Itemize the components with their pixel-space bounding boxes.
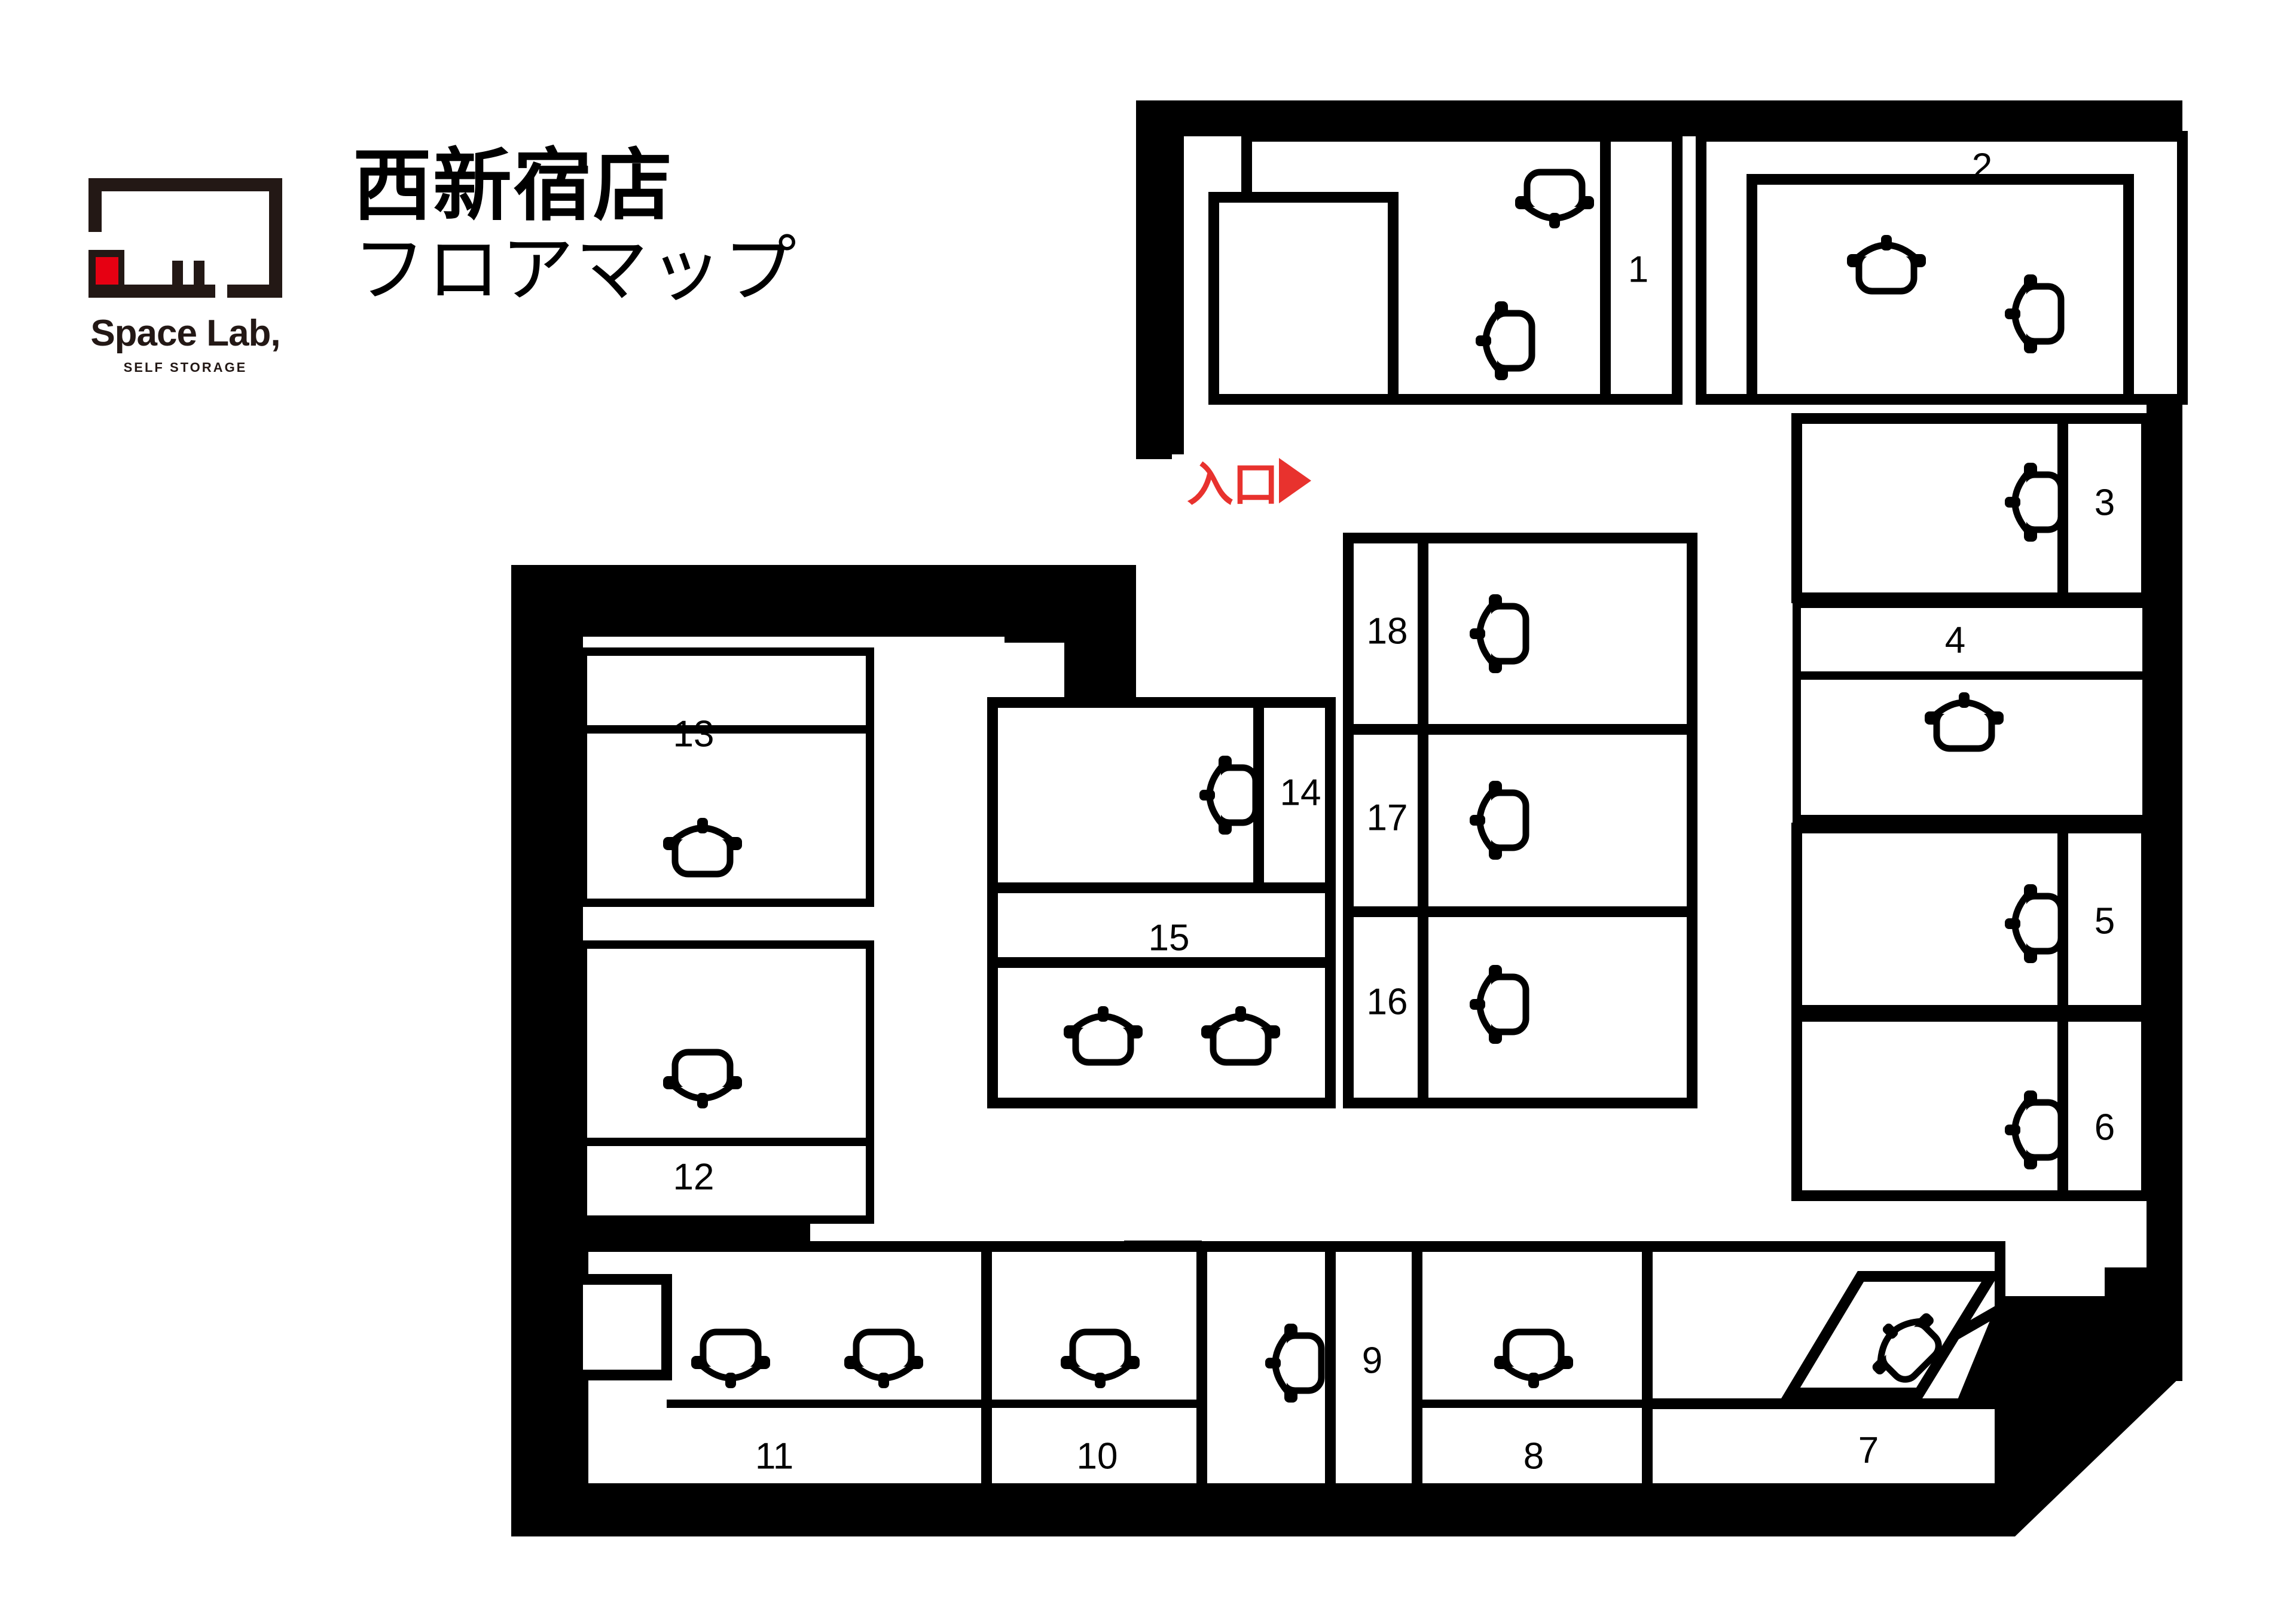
room-number-8: 8	[1523, 1435, 1544, 1477]
room-number-18: 18	[1367, 610, 1408, 652]
room-number-5: 5	[2095, 900, 2115, 942]
brand-name: Space Lab,	[90, 313, 280, 354]
room-number-17: 17	[1367, 797, 1408, 838]
room-number-2: 2	[1972, 146, 1992, 187]
right-triangle-icon	[1279, 458, 1312, 503]
room-number-15: 15	[1149, 917, 1190, 958]
entrance-marker: 入口	[1187, 447, 1312, 514]
room-number-13: 13	[673, 713, 715, 754]
storage-unit-logo-icon	[88, 178, 282, 298]
room-number-4: 4	[1945, 619, 1965, 661]
room-number-3: 3	[2095, 482, 2115, 523]
entrance-label: 入口	[1187, 458, 1279, 511]
map-subtitle: フロアマップ	[353, 228, 798, 310]
room-number-16: 16	[1367, 981, 1408, 1022]
brand-logo-block: Space Lab, SELF STORAGE	[72, 173, 299, 401]
brand-tagline: SELF STORAGE	[123, 360, 248, 375]
room-number-6: 6	[2095, 1107, 2115, 1148]
outer-walls	[511, 100, 2182, 1536]
room-number-9: 9	[1362, 1340, 1382, 1381]
store-name: 西新宿店	[353, 142, 673, 230]
room-number-11: 11	[755, 1435, 793, 1477]
room-number-1: 1	[1628, 249, 1648, 290]
room-number-7: 7	[1858, 1429, 1879, 1471]
room-number-14: 14	[1280, 772, 1321, 813]
room-number-12: 12	[673, 1156, 715, 1197]
room-number-10: 10	[1077, 1435, 1118, 1477]
page-title: 西新宿店 フロアマップ	[353, 143, 798, 310]
